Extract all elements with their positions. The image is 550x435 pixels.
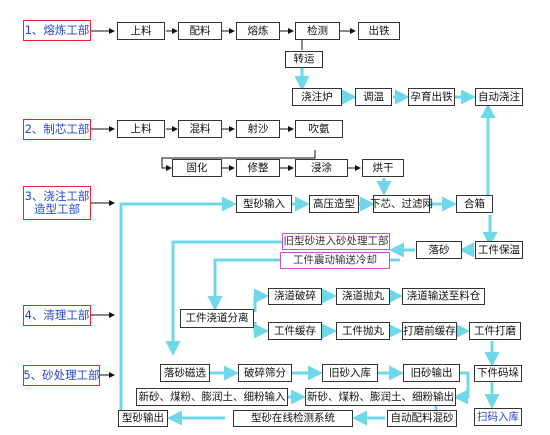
section-sand-processing: 5、砂处理工部: [23, 365, 100, 386]
step-temperature-adjust: 调温: [355, 88, 392, 106]
step-inoculation-tapping: 孕育出铁: [408, 88, 455, 106]
step-curing: 固化: [172, 159, 222, 177]
step-part-shot-blast: 工件抛丸: [336, 322, 390, 340]
step-shooting: 射沙: [236, 120, 280, 138]
step-trimming: 修整: [236, 159, 280, 177]
step-mixing: 混料: [178, 120, 222, 138]
step-shakeout: 落砂: [416, 241, 462, 259]
step-old-sand-output: 旧砂输出: [403, 364, 460, 382]
step-tapping: 出铁: [358, 22, 400, 40]
step-runner-crushing: 浇道破碎: [268, 288, 322, 305]
step-drying: 烘干: [362, 159, 404, 177]
step-core-loading: 上料: [117, 120, 165, 138]
step-palletizing: 下件码垛: [474, 365, 522, 382]
step-runner-to-bin: 浇道输送至料仓: [402, 288, 485, 305]
section-core-making: 2、制芯工部: [23, 119, 91, 140]
step-transfer: 转运: [285, 51, 323, 68]
step-old-sand-to-processing: 旧型砂进入砂处理工部: [282, 233, 390, 250]
step-pre-grind-buffer: 打磨前缓存: [402, 322, 457, 340]
section-pouring-molding: 3、浇注工部造型工部: [23, 186, 91, 220]
step-scan-storage: 扫码入库: [474, 408, 522, 426]
step-part-buffer: 工件缓存: [268, 322, 322, 340]
step-melting: 熔炼: [236, 22, 280, 40]
step-loading: 上料: [117, 22, 165, 40]
step-mold-closing: 合箱: [456, 195, 493, 213]
step-runner-shot-blast: 浇道抛丸: [336, 288, 390, 305]
step-new-materials-output: 新砂、煤粉、膨润土、细粉输出: [305, 388, 456, 406]
step-amine-blowing: 吹氨: [295, 120, 343, 138]
step-part-grinding: 工件打磨: [469, 322, 521, 340]
step-auto-sand-mixing: 自动配料混砂: [387, 410, 457, 427]
section-cleaning: 4、清理工部: [23, 305, 91, 326]
step-vibrating-cooling: 工件震动输送冷却: [280, 252, 390, 269]
step-new-materials-input: 新砂、煤粉、膨润土、细粉输入: [136, 388, 288, 406]
step-molding-sand-output: 型砂输出: [118, 410, 168, 427]
step-testing: 检测: [295, 22, 340, 40]
step-keep-warm: 工件保温: [475, 241, 523, 259]
step-dip-coating: 浸涂: [295, 159, 348, 177]
step-magnetic-separation: 落砂磁选: [160, 364, 210, 382]
step-molding-sand-input: 型砂输入: [236, 195, 292, 213]
step-pouring-furnace: 浇注炉: [292, 88, 342, 106]
step-old-sand-storage: 旧砂入库: [322, 364, 378, 382]
step-auto-pouring: 自动浇注: [475, 88, 523, 106]
step-high-pressure-molding: 高压造型: [309, 195, 359, 213]
step-crush-screen: 破碎筛分: [238, 364, 292, 382]
section-smelting: 1、熔炼工部: [23, 20, 91, 41]
step-core-setting-filter: 下芯、过滤网: [370, 195, 433, 213]
step-runner-separation: 工件浇道分离: [180, 309, 254, 328]
step-online-sand-testing: 型砂在线检测系统: [233, 410, 353, 427]
step-batching: 配料: [178, 22, 222, 40]
